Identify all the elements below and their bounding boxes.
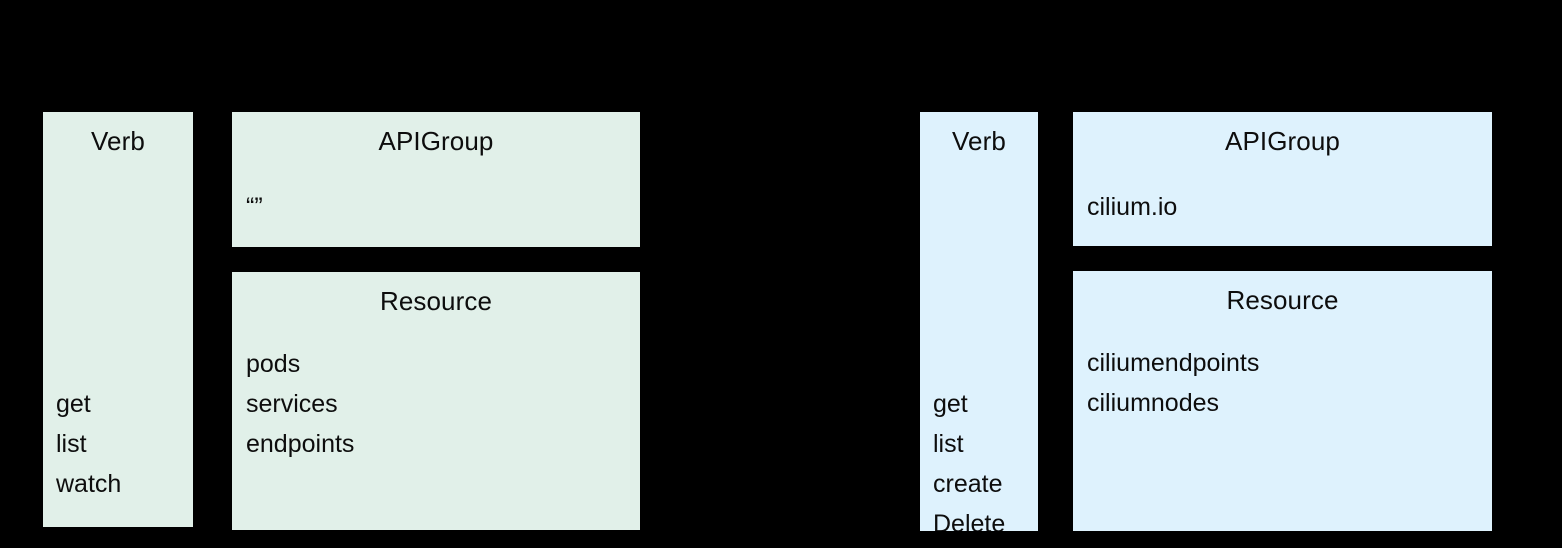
resource-box-right: Resource ciliumendpoints ciliumnodes	[1073, 271, 1492, 531]
apigroup-box-right-title: APIGroup	[1225, 126, 1340, 156]
apigroup-box-right: APIGroup cilium.io	[1073, 112, 1492, 246]
verb-box-right-title: Verb	[952, 126, 1006, 156]
value-line: “”	[246, 193, 263, 221]
resource-box-right-title: Resource	[1226, 285, 1339, 315]
apigroup-box-right-values: cilium.io	[1087, 190, 1177, 224]
verb-box-left-title: Verb	[91, 126, 145, 156]
value-line: list	[56, 430, 87, 458]
resource-box-left-title: Resource	[379, 286, 493, 316]
value-line: list	[933, 430, 964, 458]
value-line: ciliumendpoints	[1087, 349, 1260, 377]
apigroup-box-left-values: “”	[246, 190, 263, 224]
resource-box-left-values: pods services endpoints	[246, 344, 354, 464]
apigroup-box-left: APIGroup “”	[232, 112, 640, 247]
value-line: cilium.io	[1087, 193, 1178, 221]
resource-box-left: Resource pods services endpoints	[232, 272, 640, 530]
value-line: create	[933, 470, 1003, 498]
verb-box-left-values: get list watch	[56, 384, 121, 504]
value-line: Delete	[933, 510, 1006, 531]
apigroup-box-left-title: APIGroup	[378, 126, 494, 156]
value-line: pods	[246, 350, 301, 378]
verb-box-left: Verb get list watch	[43, 112, 193, 527]
resource-box-right-values: ciliumendpoints ciliumnodes	[1087, 343, 1259, 423]
value-line: get	[56, 390, 91, 418]
value-line: ciliumnodes	[1087, 389, 1220, 417]
value-line: services	[246, 390, 338, 418]
value-line: get	[933, 390, 968, 418]
value-line: endpoints	[246, 430, 355, 458]
value-line: watch	[56, 470, 122, 498]
